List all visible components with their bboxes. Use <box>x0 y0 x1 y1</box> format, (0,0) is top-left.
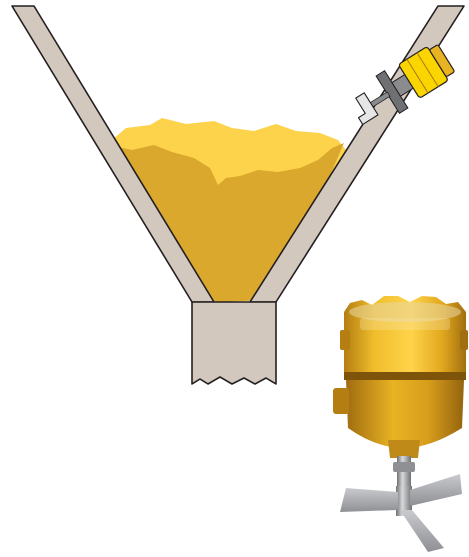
switch-lower-housing <box>346 380 464 448</box>
switch-paddle-right <box>410 474 462 506</box>
switch-cable-entry <box>333 388 349 414</box>
switch-shaft <box>397 456 411 490</box>
rotary-paddle-sensor-icon <box>345 39 458 132</box>
hopper-outlet <box>192 302 276 384</box>
rotary-paddle-level-switch-icon <box>333 296 468 552</box>
switch-paddle-bottom <box>400 510 444 552</box>
switch-housing-seam <box>344 372 466 380</box>
switch-paddle-left <box>340 488 398 512</box>
